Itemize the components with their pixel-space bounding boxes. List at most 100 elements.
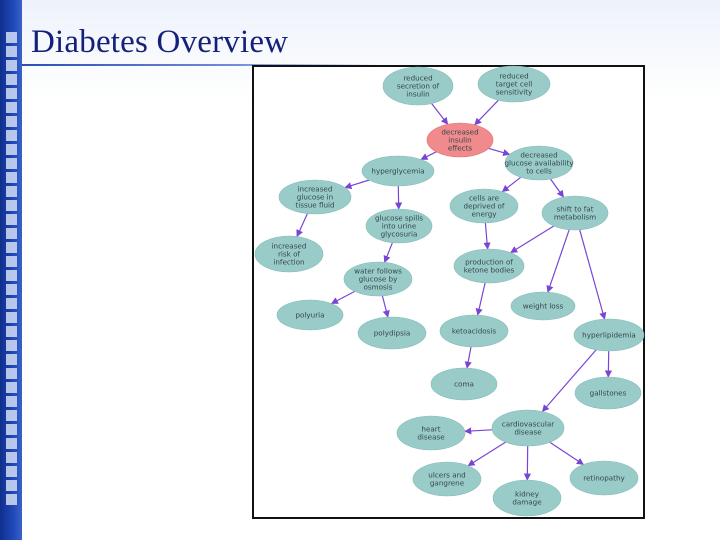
side-square xyxy=(6,438,17,449)
node-shape xyxy=(278,179,352,215)
node-label-line: reduced xyxy=(403,74,432,83)
edges-layer xyxy=(296,99,612,481)
node-shape xyxy=(541,195,609,231)
node-label-line: increased xyxy=(272,242,307,251)
node-label-line: glucose in xyxy=(297,193,333,202)
edge-cardiovascular-disease-to-heart-disease xyxy=(464,427,493,435)
node-shape xyxy=(477,65,551,103)
edge-decreased-insulin-effects-to-decreased-glucose-availability xyxy=(488,147,511,157)
node-shape xyxy=(412,461,482,497)
side-square xyxy=(6,158,17,169)
node-label-line: heart xyxy=(421,425,440,434)
side-square xyxy=(6,340,17,351)
edge-water-follows-glucose-to-polydipsia xyxy=(381,295,390,318)
node-polyuria: polyuria xyxy=(276,299,344,331)
side-square xyxy=(6,466,17,477)
node-shape xyxy=(574,376,642,410)
node-label-line: glucose availability xyxy=(504,159,574,168)
edge-decreased-glucose-availability-to-shift-metabolism xyxy=(550,178,564,198)
node-label-line: into urine xyxy=(382,222,417,231)
node-shape xyxy=(573,318,645,352)
node-label-line: infection xyxy=(273,258,304,267)
slide-title: Diabetes Overview xyxy=(31,24,289,60)
side-square xyxy=(6,214,17,225)
edge-cells-deprived-energy-to-production-ketone xyxy=(483,222,491,250)
edge-hyperglycemia-to-increased-glucose-tissue-fluid xyxy=(344,179,370,190)
edge-shift-metabolism-to-weight-loss xyxy=(546,229,570,293)
node-label-line: ketone bodies xyxy=(464,266,515,275)
side-square xyxy=(6,172,17,183)
edge-reduced-target-sensitivity-to-decreased-insulin-effects xyxy=(474,99,499,126)
node-label-line: deprived of xyxy=(464,202,505,211)
node-label-line: kidney xyxy=(515,490,540,499)
node-label-line: cardiovascular xyxy=(502,420,554,429)
node-label-line: decreased xyxy=(441,128,478,137)
side-square xyxy=(6,228,17,239)
node-label-line: polydipsia xyxy=(374,329,410,338)
node-label-line: energy xyxy=(471,210,497,219)
node-shape xyxy=(382,66,454,106)
node-label-line: effects xyxy=(448,144,473,153)
edge-shift-metabolism-to-hyperlipidemia xyxy=(579,229,607,320)
node-shape xyxy=(396,415,466,451)
node-shape xyxy=(430,367,498,401)
side-square xyxy=(6,46,17,57)
edge-decreased-glucose-availability-to-cells-deprived-energy xyxy=(501,176,522,193)
side-square xyxy=(6,298,17,309)
side-square xyxy=(6,88,17,99)
side-square xyxy=(6,60,17,71)
node-hyperglycemia: hyperglycemia xyxy=(361,155,435,187)
node-coma: coma xyxy=(430,367,498,401)
side-square xyxy=(6,256,17,267)
node-label-line: gangrene xyxy=(430,479,465,488)
node-label-line: retinopathy xyxy=(583,474,625,483)
node-shape xyxy=(254,235,324,273)
node-label-line: water follows xyxy=(354,267,402,276)
node-label-line: sensitivity xyxy=(496,88,533,97)
side-square xyxy=(6,102,17,113)
node-label-line: reduced xyxy=(499,72,528,81)
node-shape xyxy=(449,188,519,224)
node-label-line: cells are xyxy=(469,194,500,203)
side-square xyxy=(6,480,17,491)
node-shape xyxy=(426,122,494,158)
side-square xyxy=(6,382,17,393)
node-shape xyxy=(276,299,344,331)
node-weight-loss: weight loss xyxy=(510,291,576,321)
edge-decreased-insulin-effects-to-hyperglycemia xyxy=(420,151,437,161)
node-label-line: damage xyxy=(512,498,542,507)
node-label-line: shift to fat xyxy=(556,205,593,214)
node-label-line: risk of xyxy=(278,250,301,259)
node-retinopathy: retinopathy xyxy=(569,460,639,496)
edge-cardiovascular-disease-to-retinopathy xyxy=(549,441,585,466)
node-label-line: increased xyxy=(298,185,333,194)
side-square xyxy=(6,424,17,435)
node-label-line: disease xyxy=(417,433,445,442)
node-label-line: target cell xyxy=(496,80,533,89)
side-square xyxy=(6,242,17,253)
side-square xyxy=(6,144,17,155)
side-square xyxy=(6,410,17,421)
side-square xyxy=(6,326,17,337)
side-square xyxy=(6,284,17,295)
node-polydipsia: polydipsia xyxy=(357,316,427,350)
node-shape xyxy=(491,409,565,447)
node-label-line: glycosuria xyxy=(381,230,418,239)
side-square xyxy=(6,396,17,407)
node-shape xyxy=(439,314,509,348)
node-shape xyxy=(510,291,576,321)
edge-cardiovascular-disease-to-ulcers-gangrene xyxy=(467,441,506,467)
node-ketoacidosis: ketoacidosis xyxy=(439,314,509,348)
title-underline xyxy=(22,64,382,66)
